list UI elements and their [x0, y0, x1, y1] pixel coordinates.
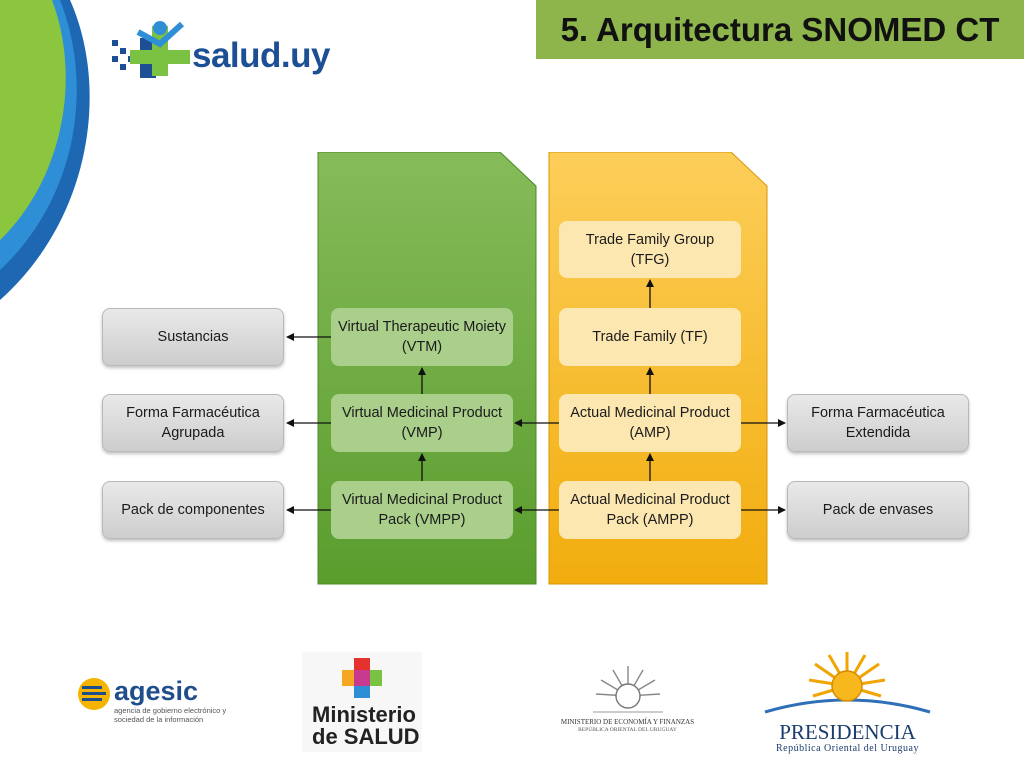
agesic-logo: agesic agencia de gobierno electrónico y…	[72, 672, 242, 732]
vmpp-box: Virtual Medicinal Product Pack (VMPP)	[331, 481, 513, 539]
vmp-box: Virtual Medicinal Product (VMP)	[331, 394, 513, 452]
presidencia-line1: PRESIDENCIA	[779, 720, 916, 744]
presidencia-logo: PRESIDENCIA República Oriental del Urugu…	[755, 650, 940, 760]
tfg-box: Trade Family Group (TFG)	[559, 221, 741, 278]
background-swoosh	[0, 0, 90, 300]
forma-extendida-box: Forma Farmacéutica Extendida	[787, 394, 969, 452]
amp-box: Actual Medicinal Product (AMP)	[559, 394, 741, 452]
agesic-name: agesic	[114, 676, 199, 706]
salud-wordmark: salud.uy	[192, 36, 331, 76]
pack-envases-box: Pack de envases	[787, 481, 969, 539]
sustancias-box: Sustancias	[102, 308, 284, 366]
agesic-emblem-icon	[78, 678, 110, 710]
slide-title: 5. Arquitectura SNOMED CT	[536, 0, 1024, 59]
salud-cross-icon	[112, 21, 190, 78]
agesic-subtitle: agencia de gobierno electrónico y socied…	[114, 706, 227, 724]
ampp-box: Actual Medicinal Product Pack (AMPP)	[559, 481, 741, 539]
msp-cross-icon	[342, 658, 382, 698]
msp-line2: de SALUD	[312, 724, 420, 749]
mef-line2: REPÚBLICA ORIENTAL DEL URUGUAY	[578, 727, 677, 733]
mef-sun-icon	[593, 666, 663, 713]
virtual-column-panel	[317, 152, 537, 585]
salud-uy-logo: salud.uy	[110, 18, 340, 88]
vtm-box: Virtual Therapeutic Moiety (VTM)	[331, 308, 513, 366]
ministerio-salud-logo: Ministerio de SALUD	[302, 652, 422, 752]
presidencia-line2: República Oriental del Uruguay	[775, 743, 919, 754]
salud-text: salud	[192, 36, 281, 75]
salud-suffix: .uy	[280, 36, 331, 75]
tf-box: Trade Family (TF)	[559, 308, 741, 366]
forma-agrupada-box: Forma Farmacéutica Agrupada	[102, 394, 284, 452]
mef-line1: MINISTERIO DE ECONOMÍA Y FINANZAS	[560, 718, 695, 726]
pack-componentes-box: Pack de componentes	[102, 481, 284, 539]
msp-line1: Ministerio	[312, 702, 416, 727]
sol-de-mayo-icon	[764, 652, 931, 714]
mef-logo: MINISTERIO DE ECONOMÍA Y FINANZAS REPÚBL…	[560, 662, 695, 742]
